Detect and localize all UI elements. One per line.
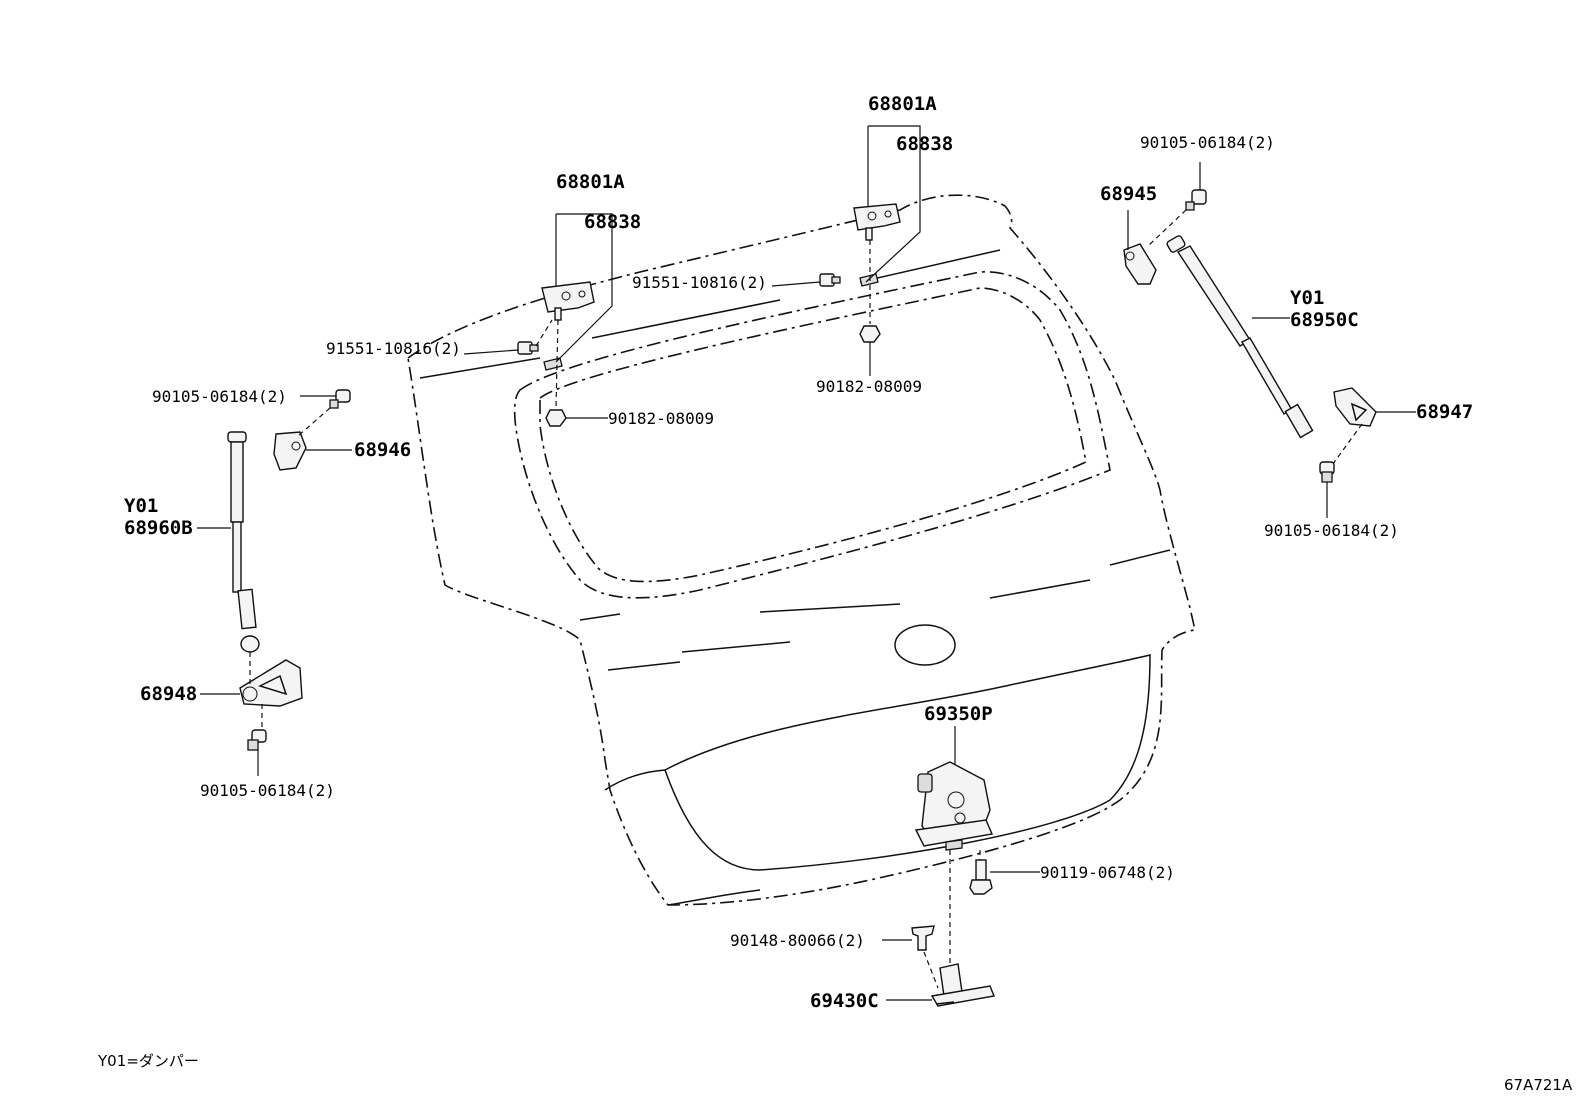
- damper-right: [1166, 235, 1314, 439]
- label-nut-left: 90182-08009: [608, 409, 714, 428]
- bolt-top-left-icon: [329, 389, 351, 409]
- label-damper-left-code: Y01: [124, 495, 158, 517]
- label-striker-screw: 90148-80066(2): [730, 931, 865, 950]
- label-lock-bolt: 90119-06748(2): [1040, 863, 1175, 882]
- label-damper-left: 68960B: [124, 517, 193, 539]
- bolt-bottom-right-icon: [1319, 461, 1335, 483]
- label-striker: 69430C: [810, 990, 879, 1012]
- damper-left: [227, 431, 260, 653]
- bolt-top-right-icon: [1185, 189, 1207, 211]
- label-hinge-right: 68801A: [868, 93, 937, 115]
- label-nut-right: 90182-08009: [816, 377, 922, 396]
- nut-left-icon: [545, 409, 567, 427]
- label-damper-right-code: Y01: [1290, 287, 1324, 309]
- striker-icon: [930, 963, 995, 1007]
- label-bolt-top-right: 90105-06184(2): [1140, 133, 1275, 152]
- nut-right-icon: [859, 325, 881, 343]
- label-bolt-bottom-left: 90105-06184(2): [200, 781, 335, 800]
- label-hinge-right-sub: 68838: [896, 133, 953, 155]
- bolt-bottom-left-icon: [247, 729, 267, 751]
- lock-assembly: [914, 761, 993, 851]
- footnote: Y01=ダンパー: [97, 1052, 199, 1070]
- label-bracket-top-right: 68945: [1100, 183, 1157, 205]
- hinge-left: [541, 281, 595, 371]
- label-hinge-left-sub: 68838: [584, 211, 641, 233]
- label-bracket-bottom-right: 68947: [1416, 401, 1473, 423]
- hinge-bolt-left-icon: [517, 341, 539, 355]
- diagram-code: 67A721A: [1504, 1076, 1573, 1094]
- bracket-68947-icon: [1333, 387, 1377, 427]
- label-hinge-left: 68801A: [556, 171, 625, 193]
- bracket-68946-icon: [273, 431, 307, 471]
- label-damper-right: 68950C: [1290, 309, 1359, 331]
- label-bolt-hinge-right: 91551-10816(2): [632, 273, 767, 292]
- bracket-68945-icon: [1123, 243, 1157, 285]
- label-lock: 69350P: [924, 703, 993, 725]
- lock-bolt-icon: [969, 859, 993, 895]
- bracket-68948-icon: [239, 659, 303, 707]
- striker-screw-icon: [911, 925, 935, 951]
- label-bracket-top-left: 68946: [354, 439, 411, 461]
- label-bracket-bottom-left: 68948: [140, 683, 197, 705]
- label-bolt-top-left: 90105-06184(2): [152, 387, 287, 406]
- tailgate-outline: [407, 194, 1196, 906]
- label-bolt-bottom-right: 90105-06184(2): [1264, 521, 1399, 540]
- hinge-bolt-right-icon: [819, 273, 841, 287]
- label-bolt-hinge-left: 91551-10816(2): [326, 339, 461, 358]
